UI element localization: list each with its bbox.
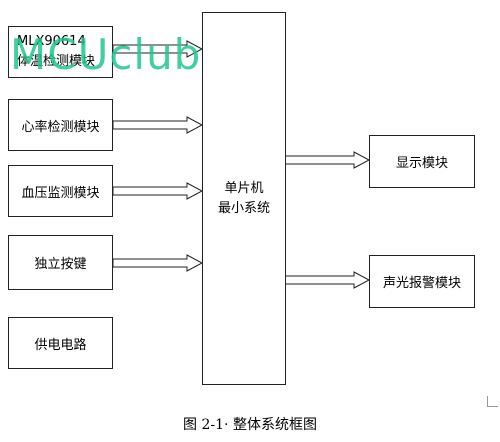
display-label: 显示模块 [395, 156, 448, 171]
blood-pressure-block: 血压监测模块 [8, 165, 113, 217]
blood-pressure-label: 血压监测模块 [21, 185, 100, 201]
keypad-block: 独立按键 [8, 235, 113, 290]
arrow-input-3 [112, 182, 204, 200]
mcu-label-line2: 最小系统 [217, 200, 270, 216]
arrow-output-1 [284, 151, 371, 169]
arrow-output-2 [284, 271, 371, 289]
heart-rate-block: 心率检测模块 [8, 99, 113, 151]
keypad-label: 独立按键 [34, 257, 87, 272]
power-supply-label: 供电电路 [34, 337, 87, 353]
temperature-sensor-label: 体温检测模块 [17, 54, 96, 69]
figure-caption: 图 2-1· 整体系统框图 [183, 417, 317, 433]
corner-mark [487, 396, 498, 407]
temperature-sensor-block: MLX90614 体温检测模块 [8, 26, 113, 78]
arrow-input-1 [112, 40, 204, 58]
mcu-label-line1: 单片机 [224, 180, 264, 196]
temperature-sensor-model: MLX90614 [17, 34, 86, 49]
mcu-block: 单片机 最小系统 [202, 12, 286, 385]
display-block: 显示模块 [369, 135, 475, 188]
power-supply-block: 供电电路 [8, 317, 113, 369]
arrow-input-4 [112, 254, 204, 272]
heart-rate-label: 心率检测模块 [21, 119, 100, 135]
alarm-label: 声光报警模块 [382, 276, 461, 291]
alarm-block: 声光报警模块 [369, 255, 475, 308]
arrow-input-2 [112, 116, 204, 134]
